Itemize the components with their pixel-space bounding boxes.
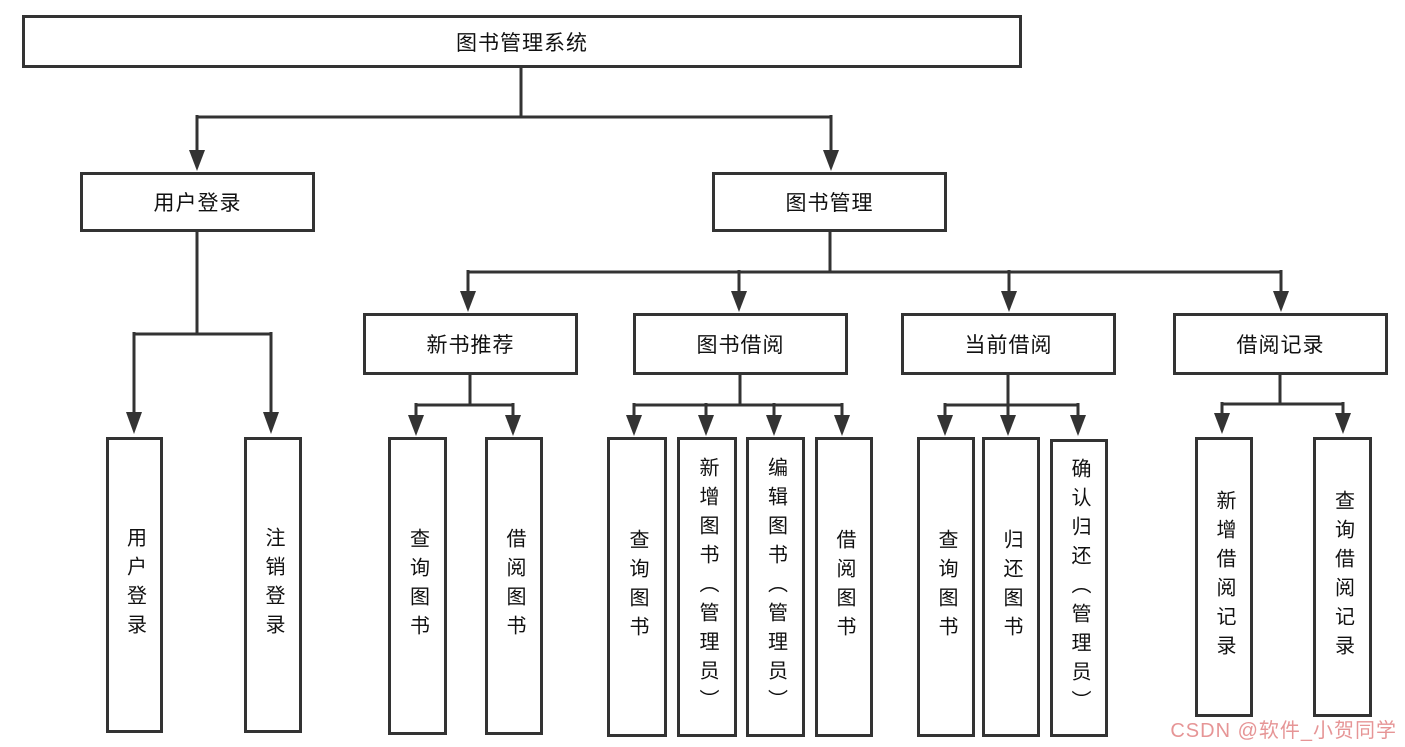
node-cu-confirm-return: 确认归还（管理员） [1050,439,1108,737]
arrowhead [263,412,279,434]
arrowhead [505,415,521,436]
arrowhead [698,415,714,436]
node-login-label: 用户登录 [123,527,146,643]
node-re-add-record: 新增借阅记录 [1195,437,1253,717]
arrowhead [408,415,424,436]
node-nb-borrow-books: 借阅图书 [485,437,543,735]
node-borrow-label: 图书借阅 [696,334,785,357]
arrowhead [823,150,839,171]
arrowhead [834,415,850,436]
node-user-login: 用户登录 [80,172,315,232]
connector-user-login [132,232,273,414]
node-book-mgmt-label: 图书管理 [785,192,874,215]
node-nb-query-books: 查询图书 [388,437,447,735]
node-re-query-record: 查询借阅记录 [1313,437,1372,717]
node-bw-edit-books-label: 编辑图书（管理员） [764,456,787,718]
node-login-vertical: 用户登录 [106,437,163,733]
connector-borrow [632,375,844,417]
node-re-add-record-label: 新增借阅记录 [1213,490,1235,664]
arrowhead [766,415,782,436]
node-bw-query-books-label: 查询图书 [626,529,648,645]
connector-root-split [195,68,833,152]
arrowhead [1070,415,1086,436]
node-cu-return-books: 归还图书 [982,437,1040,737]
node-bw-borrow-books: 借阅图书 [815,437,873,737]
arrowhead [126,412,142,434]
arrowhead [626,415,642,436]
node-new-books: 新书推荐 [363,313,578,375]
arrowhead [460,291,476,312]
node-bw-query-books: 查询图书 [607,437,667,737]
node-logout-label: 注销登录 [262,527,284,643]
node-nb-borrow-books-label: 借阅图书 [503,528,525,644]
node-current-label: 当前借阅 [964,334,1053,357]
node-nb-query-books-label: 查询图书 [406,528,429,644]
arrowhead [1001,291,1017,312]
node-book-mgmt: 图书管理 [712,172,947,232]
node-new-books-label: 新书推荐 [426,334,515,357]
node-cu-query-books-label: 查询图书 [935,529,957,645]
connector-new-books [414,375,515,417]
node-current: 当前借阅 [901,313,1116,375]
connector-current [943,375,1080,417]
node-bw-edit-books: 编辑图书（管理员） [746,437,805,737]
node-bw-add-books: 新增图书（管理员） [677,437,737,737]
node-records-label: 借阅记录 [1236,334,1325,357]
connector-book-mgmt [466,232,1283,293]
connector-records [1220,375,1345,415]
arrowhead [731,291,747,312]
node-bw-borrow-books-label: 借阅图书 [833,529,855,645]
node-re-query-record-label: 查询借阅记录 [1331,490,1354,664]
arrowhead [1000,415,1016,436]
node-bw-add-books-label: 新增图书（管理员） [696,456,718,718]
node-root-label: 图书管理系统 [456,31,588,55]
arrowhead [1214,413,1230,434]
csdn-watermark: CSDN @软件_小贺同学 [1170,720,1397,742]
node-cu-query-books: 查询图书 [917,437,975,737]
node-records: 借阅记录 [1173,313,1388,375]
node-cu-confirm-return-label: 确认归还（管理员） [1068,457,1090,719]
arrowhead [189,150,205,171]
node-cu-return-books-label: 归还图书 [1000,529,1022,645]
arrowhead [937,415,953,436]
node-logout-vertical: 注销登录 [244,437,302,733]
node-borrow: 图书借阅 [633,313,848,375]
arrowhead [1335,413,1351,434]
arrowhead [1273,291,1289,312]
node-user-login-label: 用户登录 [153,192,242,215]
node-root: 图书管理系统 [22,15,1022,68]
